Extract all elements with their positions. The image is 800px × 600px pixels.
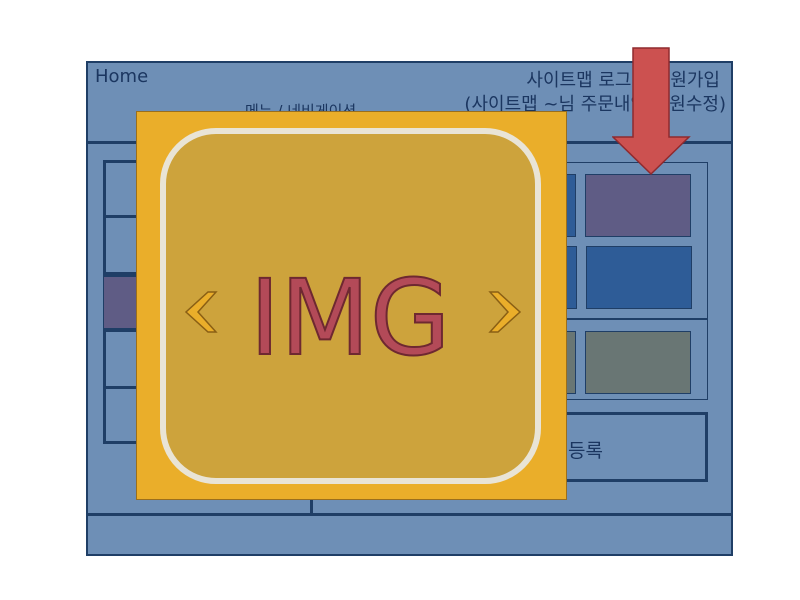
register-button[interactable]: 등록 <box>568 440 603 462</box>
home-link[interactable]: Home <box>95 66 149 87</box>
top-links[interactable]: 사이트맵 로그인 회원가입 <box>526 70 720 91</box>
image-label: IMG <box>250 257 451 379</box>
thumbnail-item[interactable] <box>585 174 691 237</box>
thumbnail-item[interactable] <box>585 331 691 394</box>
menu-item-divider <box>103 272 163 275</box>
chevron-left-icon[interactable] <box>184 290 220 334</box>
thumbnail-divider <box>540 318 708 320</box>
menu-item-divider <box>103 329 163 332</box>
footer-divider <box>310 500 313 514</box>
register-box <box>540 412 708 482</box>
chevron-right-icon[interactable] <box>486 290 522 334</box>
thumbnail-item[interactable] <box>586 246 692 309</box>
down-arrow-icon <box>612 47 691 176</box>
image-frame <box>160 128 541 484</box>
menu-item-divider <box>103 215 163 218</box>
image-placeholder: IMG <box>249 256 452 380</box>
page-footer <box>86 513 733 516</box>
menu-item-divider <box>103 386 163 389</box>
